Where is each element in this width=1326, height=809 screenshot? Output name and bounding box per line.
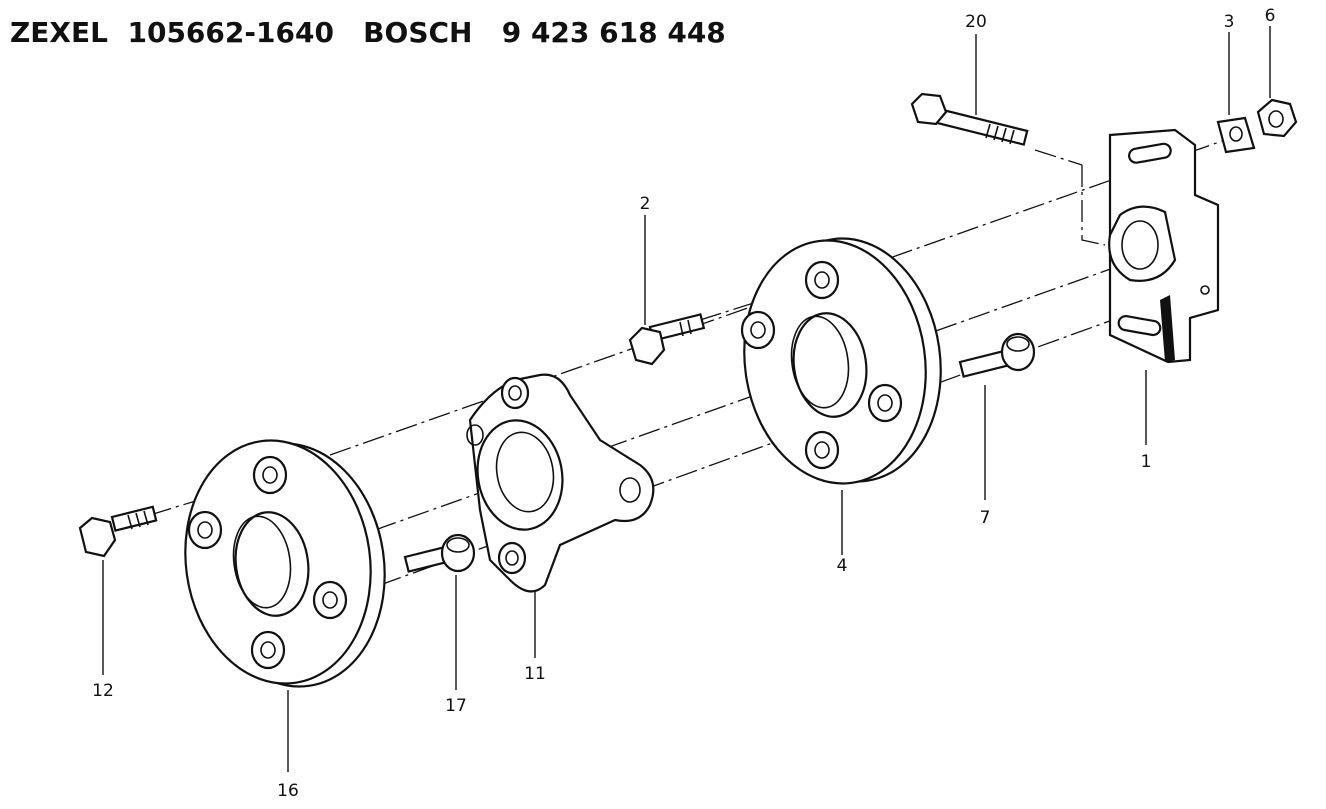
part-6-hex-nut [1256,98,1298,138]
callout-6: 6 [1265,6,1276,26]
callout-17: 17 [445,696,467,716]
part-16-flex-disc [184,439,386,688]
part-17-screw [403,533,476,573]
callout-12: 12 [92,681,114,701]
callout-1: 1 [1141,452,1152,472]
part-4-flex-disc [740,237,942,485]
callout-7: 7 [980,508,991,528]
callout-3: 3 [1224,12,1235,32]
callout-16: 16 [277,781,299,801]
callout-20: 20 [965,12,987,32]
callout-11: 11 [524,664,546,684]
part-11-flange [466,373,655,593]
diagram-title: ZEXEL 105662-1640 BOSCH 9 423 618 448 [10,16,726,49]
part-3-washer [1216,116,1256,154]
part-2-hex-bolt [628,313,706,366]
leader-lines [102,26,1271,772]
part-1-bracket [1108,128,1220,364]
callout-2: 2 [640,194,651,214]
callout-labels: 1 2 3 4 6 7 11 12 16 17 20 [92,6,1275,801]
part-20-long-bolt [910,92,1029,146]
part-7-screw [958,332,1036,378]
part-12-hex-bolt [78,505,158,558]
callout-4: 4 [837,556,848,576]
